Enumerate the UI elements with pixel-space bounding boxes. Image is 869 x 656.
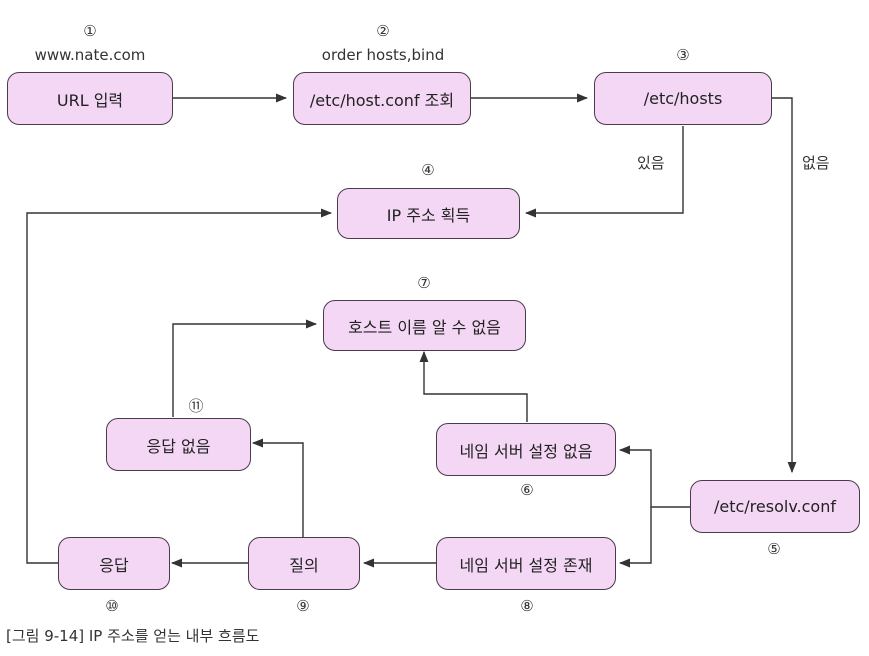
- node-no-nameserver: 네임 서버 설정 없음: [436, 423, 616, 476]
- node-etc-hosts: /etc/hosts: [594, 72, 772, 125]
- node-query: 질의: [248, 537, 360, 590]
- node-5-number: ⑤: [767, 540, 781, 558]
- node-4-number: ④: [421, 161, 435, 179]
- node-9-number: ⑨: [296, 597, 310, 615]
- node-unknown-host: 호스트 이름 알 수 없음: [323, 300, 526, 351]
- node-no-response: 응답 없음: [106, 418, 251, 471]
- node-url-input: URL 입력: [7, 72, 173, 125]
- node-11-number: ⑪: [188, 397, 204, 415]
- figure-caption: [그림 9-14] IP 주소를 얻는 내부 흐름도: [6, 627, 260, 645]
- arrow-n5-n6: [618, 445, 690, 508]
- node-1-sublabel: www.nate.com: [34, 46, 146, 64]
- node-1-number: ①: [83, 22, 97, 40]
- arrow-n6-n7: [419, 350, 528, 422]
- arrow-n5-n8: [618, 507, 652, 568]
- arrow-n10-n4: [26, 208, 333, 564]
- node-ip-acquired: IP 주소 획득: [337, 188, 520, 239]
- node-resolv-conf: /etc/resolv.conf: [690, 480, 860, 533]
- node-7-number: ⑦: [417, 274, 431, 292]
- node-host-conf: /etc/host.conf 조회: [293, 72, 471, 125]
- node-nameserver-exists: 네임 서버 설정 존재: [436, 537, 616, 590]
- node-10-number: ⑩: [105, 597, 119, 615]
- node-2-number: ②: [376, 22, 390, 40]
- arrow-n3-n5: [772, 97, 797, 474]
- edge-label-yes: 있음: [637, 154, 665, 172]
- arrow-n3-n4: [524, 126, 684, 218]
- node-8-number: ⑧: [520, 597, 534, 615]
- edge-label-no: 없음: [802, 154, 830, 172]
- arrow-n9-n11: [251, 438, 304, 537]
- arrow-n11-n7: [172, 319, 318, 417]
- node-3-number: ③: [676, 46, 690, 64]
- node-2-sublabel: order hosts,bind: [321, 46, 445, 64]
- node-response: 응답: [58, 537, 170, 590]
- node-6-number: ⑥: [520, 481, 534, 499]
